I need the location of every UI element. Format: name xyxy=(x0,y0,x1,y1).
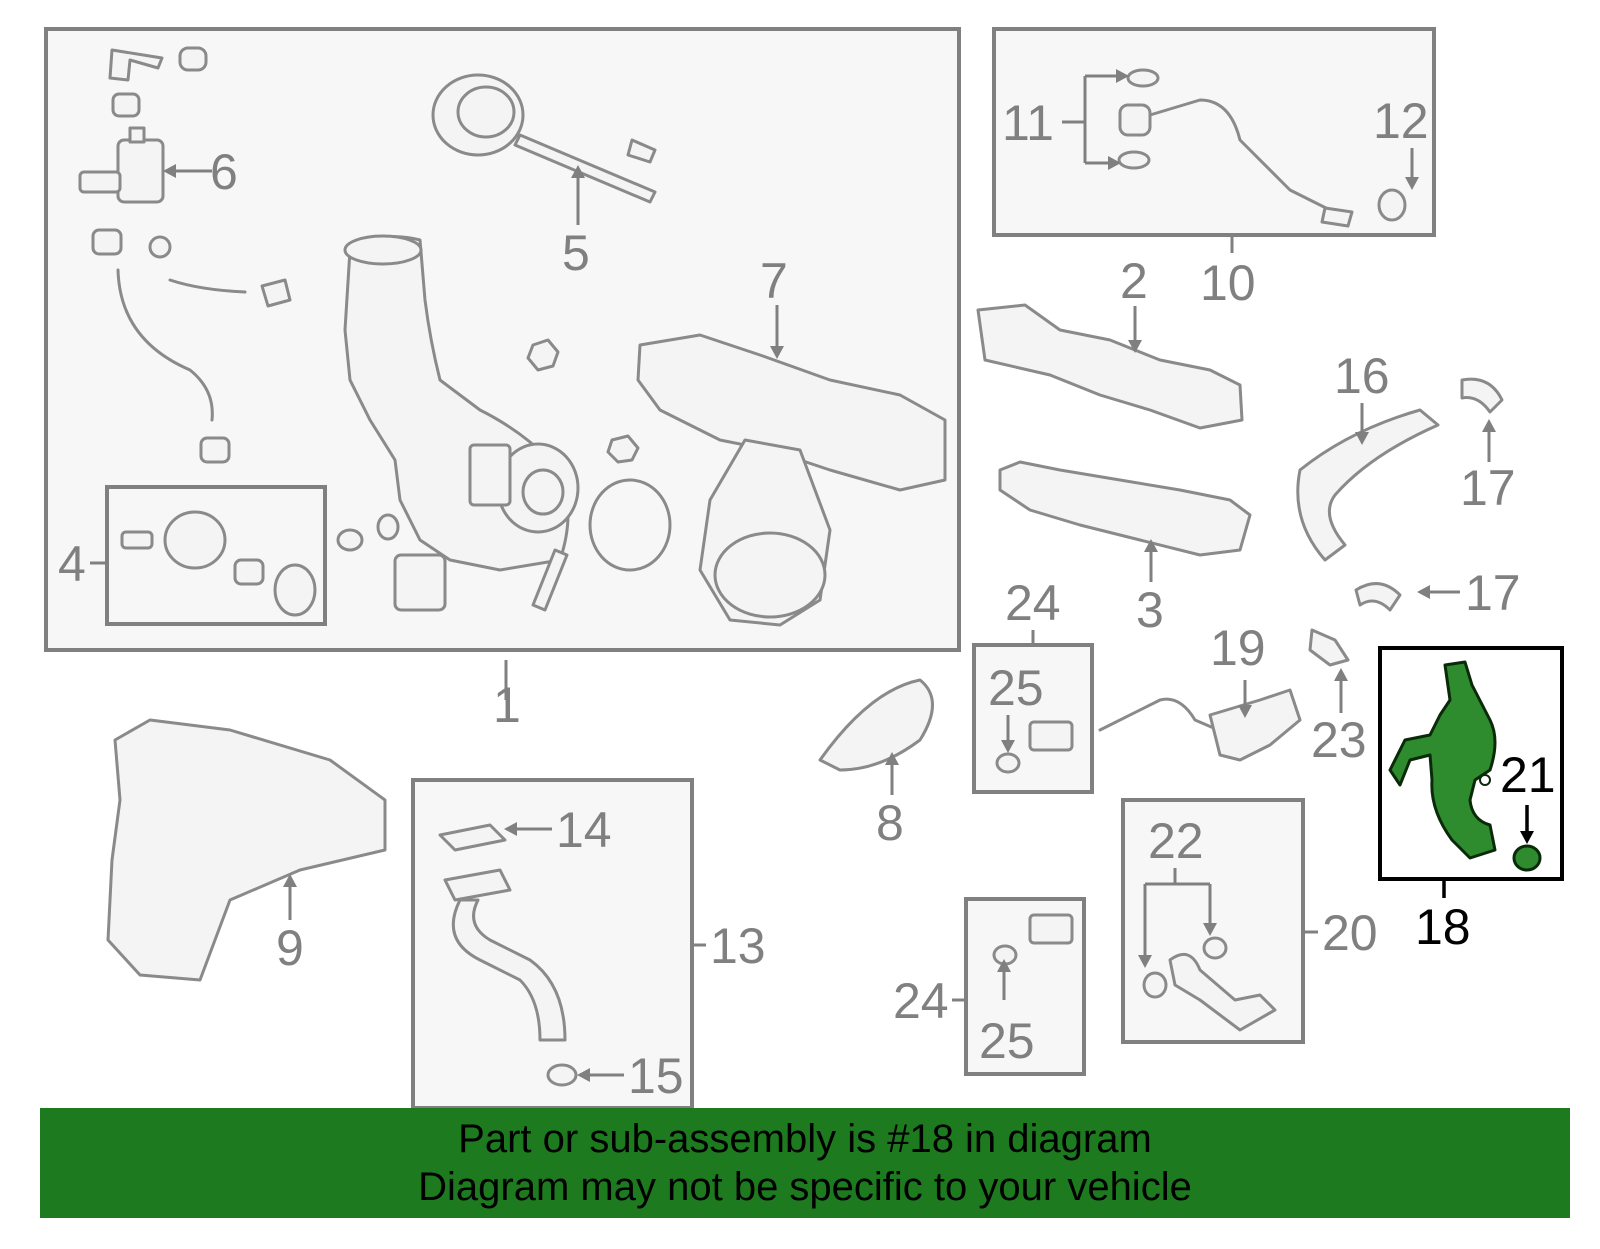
solenoid-valve-part-6 xyxy=(78,126,165,204)
callout-24-upper: 24 xyxy=(1005,575,1061,631)
callout-17-lower: 17 xyxy=(1465,565,1521,621)
callout-16: 16 xyxy=(1334,348,1390,404)
callout-18: 18 xyxy=(1415,899,1471,955)
heat-shield-gasket-part-3 xyxy=(998,460,1252,557)
hose-end-connector xyxy=(260,278,292,308)
callout-15: 15 xyxy=(628,1048,684,1104)
callout-22: 22 xyxy=(1148,813,1204,869)
callout-3: 3 xyxy=(1136,582,1164,638)
nut-hex-b xyxy=(606,434,640,464)
hose-upper-left xyxy=(108,48,164,82)
callout-1: 1 xyxy=(493,677,521,733)
callout-25-upper: 25 xyxy=(988,660,1044,716)
callout-13: 13 xyxy=(710,918,766,974)
hose-clamp-part-17-lower xyxy=(1354,582,1402,612)
sensor-part-24-lower xyxy=(992,913,1074,966)
grommet-small xyxy=(111,92,141,118)
hose-clamp-part-17-upper xyxy=(1460,377,1504,414)
gasket-ring xyxy=(588,478,672,572)
box-assembly-24-upper xyxy=(972,643,1094,794)
callout-14: 14 xyxy=(556,802,612,858)
banner-line-2: Diagram may not be specific to your vehi… xyxy=(418,1165,1192,1209)
vacuum-hose-short xyxy=(168,278,247,294)
heat-shield-part-9 xyxy=(106,718,387,982)
highlighted-pipe-part-18 xyxy=(1388,660,1542,872)
box-assembly-10 xyxy=(992,27,1436,237)
stud-bolt xyxy=(531,548,569,612)
callout-24-lower: 24 xyxy=(893,973,949,1029)
banner-line-1: Part or sub-assembly is #18 in diagram xyxy=(458,1117,1152,1161)
clip-ring xyxy=(148,235,172,259)
wastegate-actuator-part-5 xyxy=(431,73,657,204)
water-pipe-part-19 xyxy=(1098,697,1232,737)
callout-25-lower: 25 xyxy=(979,1013,1035,1069)
callout-6: 6 xyxy=(210,144,238,200)
coolant-hose-part-16 xyxy=(1296,408,1440,562)
callout-21: 21 xyxy=(1500,747,1556,803)
callout-10: 10 xyxy=(1200,255,1256,311)
callout-7: 7 xyxy=(760,253,788,309)
nut-hex-a xyxy=(526,338,560,372)
leader-lines xyxy=(90,69,1534,1082)
plug-cap xyxy=(178,46,208,72)
vacuum-hose-long xyxy=(116,268,214,422)
washer-b xyxy=(376,513,400,541)
callout-12: 12 xyxy=(1373,93,1429,149)
oil-feed-line-part-10 xyxy=(1117,68,1407,228)
callout-9: 9 xyxy=(276,920,304,976)
callout-23: 23 xyxy=(1311,712,1367,768)
thermostat-housing-part-4 xyxy=(120,510,317,617)
hose-clamp-small xyxy=(91,228,123,256)
callout-11: 11 xyxy=(1002,95,1054,151)
flange-gasket-part-8 xyxy=(818,678,934,772)
callout-4: 4 xyxy=(58,536,86,592)
sensor-part-24-upper xyxy=(995,720,1074,774)
exhaust-manifold-part-7 xyxy=(636,333,947,627)
coolant-pipe-part-20 xyxy=(1142,936,1277,1032)
callout-17-upper: 17 xyxy=(1460,460,1516,516)
callout-20: 20 xyxy=(1322,905,1378,961)
washer-a xyxy=(336,528,364,552)
turbocharger-housing xyxy=(343,234,580,612)
callout-5: 5 xyxy=(562,225,590,281)
callout-2: 2 xyxy=(1120,253,1148,309)
callout-8: 8 xyxy=(876,795,904,851)
info-banner: Part or sub-assembly is #18 in diagram D… xyxy=(40,1108,1570,1218)
pipe-fitting-part-19 xyxy=(1208,688,1302,762)
callout-19: 19 xyxy=(1210,620,1266,676)
oil-return-tube-part-13 xyxy=(438,823,578,1087)
callout-numbers: 1 2 3 4 5 6 7 8 9 10 11 12 13 14 15 16 1… xyxy=(58,93,1556,1104)
exhaust-gasket-part-2 xyxy=(976,303,1244,430)
clip-part-23 xyxy=(1308,628,1350,667)
grommet-lower xyxy=(199,436,231,464)
